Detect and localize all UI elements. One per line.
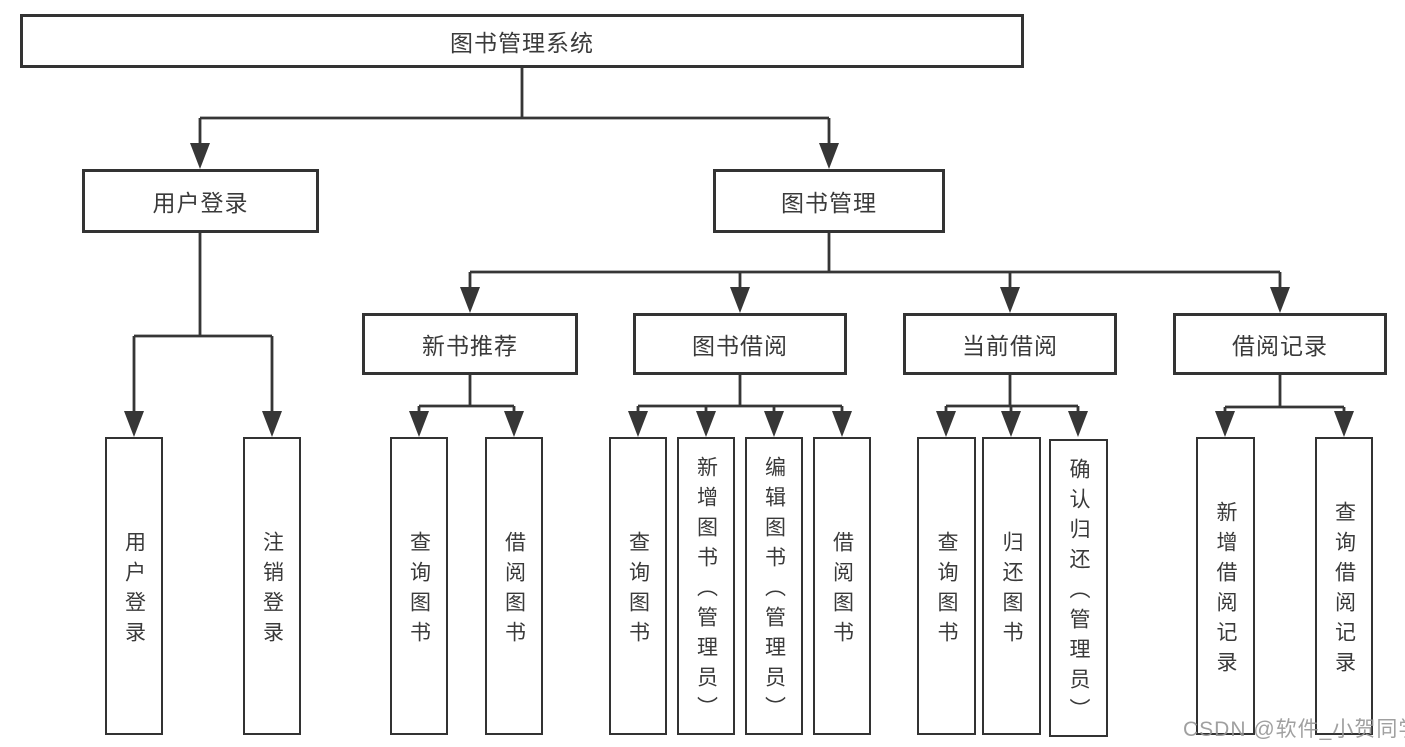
connector-records-group	[1223, 375, 1346, 413]
connector-current-group	[944, 375, 1080, 413]
node-borrow-records: 借阅记录	[1173, 313, 1387, 375]
leaf-recommend-query-books-label: 查询图书	[407, 530, 431, 651]
connector-recommend-group	[417, 375, 516, 413]
node-book-borrow: 图书借阅	[633, 313, 847, 375]
root-node-label: 图书管理系统	[450, 30, 594, 56]
node-user-login: 用户登录	[82, 169, 319, 233]
node-borrow-records-label: 借阅记录	[1232, 333, 1328, 359]
node-current-borrow: 当前借阅	[903, 313, 1117, 375]
leaf-query-borrow-record: 查询借阅记录	[1315, 437, 1373, 735]
leaf-return-books-label: 归还图书	[1000, 530, 1023, 651]
leaf-current-query-books-label: 查询图书	[935, 530, 958, 651]
node-book-management-label: 图书管理	[781, 190, 877, 216]
csdn-watermark: CSDN @软件_小贺同学	[1183, 718, 1405, 741]
leaf-add-borrow-record: 新增借阅记录	[1196, 437, 1255, 735]
root-node-library-system: 图书管理系统	[20, 14, 1024, 68]
arrowheads	[124, 143, 1354, 437]
leaf-logout-label: 注销登录	[260, 530, 284, 651]
leaf-add-books-admin-label: 新增图书（管理员）	[694, 455, 718, 726]
connector-book-mgmt-to-level3	[468, 233, 1282, 289]
node-current-borrow-label: 当前借阅	[962, 333, 1058, 359]
node-book-borrow-label: 图书借阅	[692, 333, 788, 359]
leaf-edit-books-admin-label: 编辑图书（管理员）	[762, 455, 786, 726]
leaf-add-borrow-record-label: 新增借阅记录	[1214, 500, 1237, 681]
leaf-current-query-books: 查询图书	[917, 437, 976, 735]
node-new-book-recommend-label: 新书推荐	[422, 333, 518, 359]
leaf-borrow-books-label: 借阅图书	[830, 530, 854, 651]
leaf-user-login: 用户登录	[105, 437, 163, 735]
leaf-query-borrow-record-label: 查询借阅记录	[1332, 500, 1356, 681]
connector-root-to-level2	[198, 68, 831, 145]
connector-user-login-group	[132, 233, 274, 413]
leaf-borrow-books: 借阅图书	[813, 437, 871, 735]
leaf-confirm-return-admin: 确认归还（管理员）	[1049, 439, 1108, 737]
connector-borrow-group	[636, 375, 844, 413]
leaf-recommend-query-books: 查询图书	[390, 437, 448, 735]
leaf-borrow-query-books: 查询图书	[609, 437, 667, 735]
leaf-borrow-query-books-label: 查询图书	[626, 530, 650, 651]
leaf-user-login-label: 用户登录	[122, 530, 146, 651]
leaf-add-books-admin: 新增图书（管理员）	[677, 437, 735, 735]
node-user-login-label: 用户登录	[152, 190, 249, 216]
node-new-book-recommend: 新书推荐	[362, 313, 578, 375]
leaf-return-books: 归还图书	[982, 437, 1041, 735]
leaf-logout: 注销登录	[243, 437, 301, 735]
leaf-recommend-borrow-books: 借阅图书	[485, 437, 543, 735]
leaf-confirm-return-admin-label: 确认归还（管理员）	[1067, 457, 1090, 728]
leaf-edit-books-admin: 编辑图书（管理员）	[745, 437, 803, 735]
leaf-recommend-borrow-books-label: 借阅图书	[502, 530, 526, 651]
node-book-management: 图书管理	[713, 169, 945, 233]
